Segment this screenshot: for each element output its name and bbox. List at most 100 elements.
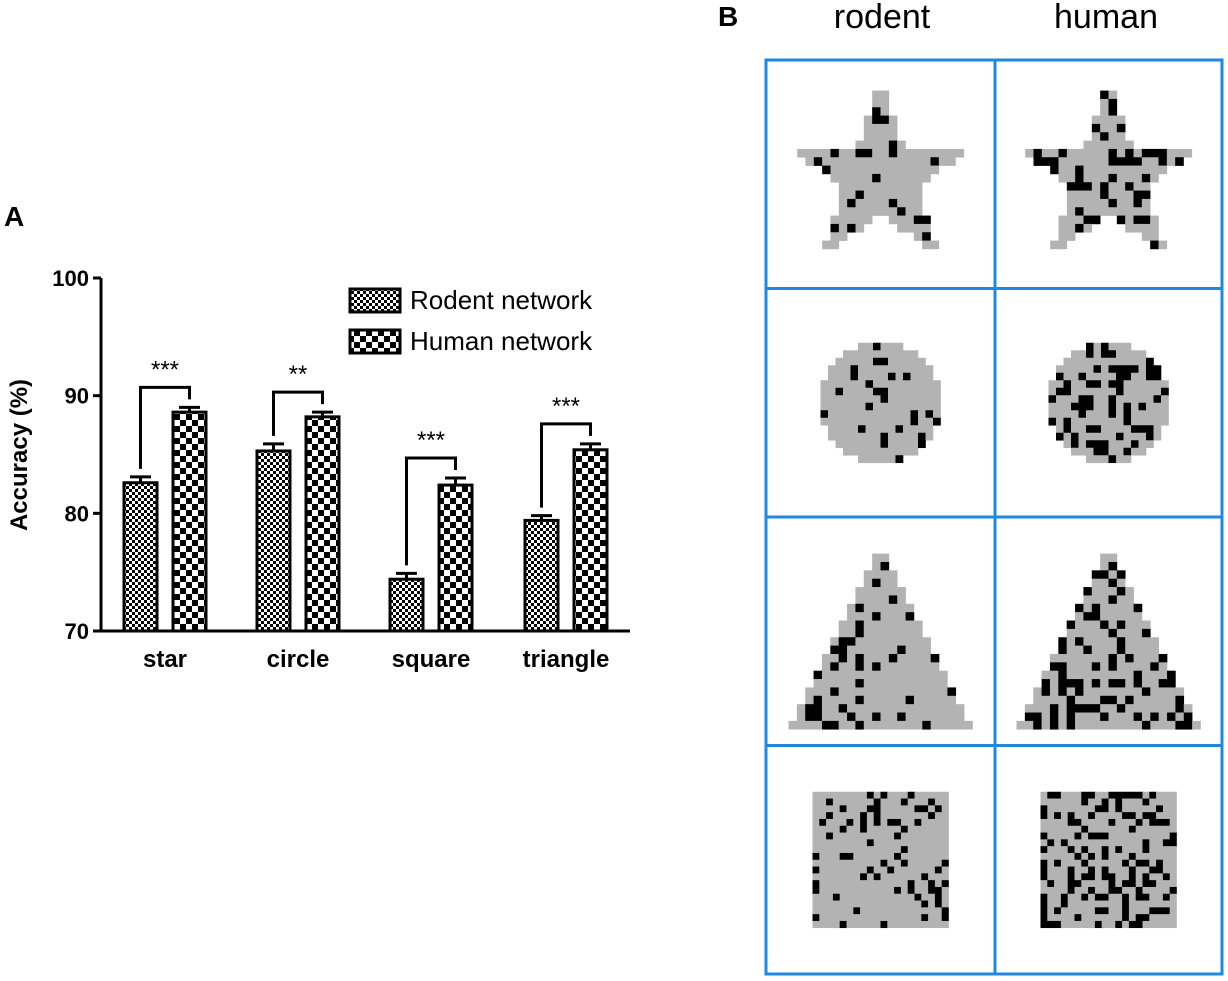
pixel [895,410,904,419]
pixel [858,417,866,426]
pixel [1141,182,1151,191]
pixel [1142,846,1150,854]
bar-rodent [523,518,560,633]
pixel [853,818,861,827]
pixel [853,914,861,922]
pixel [1169,791,1177,799]
pixel [1149,866,1157,874]
pixel [1091,637,1101,646]
pixel [1141,198,1151,208]
pixel [1066,232,1076,241]
pixel [1060,880,1068,888]
pixel [1058,165,1068,175]
pixel [843,357,851,366]
pixel [1128,914,1136,922]
pixel [897,670,906,680]
pixel [820,402,829,411]
pixel [819,873,827,881]
pixel [866,805,874,813]
pixel [805,687,814,697]
pixel [838,182,848,191]
pixel [1161,387,1169,396]
pixel [838,190,848,200]
pixel [907,873,915,881]
pixel [820,410,829,419]
pixel [1066,712,1076,722]
pixel [1116,578,1126,588]
pixel [839,859,847,867]
pixel [1063,365,1072,374]
pixel [1074,866,1082,874]
pixel [1169,880,1177,888]
pixel [928,805,936,813]
pixel [839,920,847,929]
pixel [914,920,922,929]
pixel [1175,720,1185,730]
pixel [928,873,936,881]
pixel [1091,165,1101,175]
pixel [921,920,929,929]
pixel [913,223,923,233]
pixel [1128,791,1136,799]
pixel [947,704,957,713]
pixel [1040,791,1048,799]
pixel [1056,432,1064,441]
pixel [1162,805,1170,813]
pixel [1067,805,1075,813]
pixel [1058,240,1068,250]
pixel [865,402,874,411]
pixel [880,395,889,404]
pixel [880,818,888,827]
pixel [1071,402,1079,411]
pixel [880,720,890,730]
pixel [855,207,865,216]
pixel [921,832,929,840]
pixel [826,866,834,874]
pixel [1081,798,1089,806]
pixel [830,679,839,688]
pixel [1138,425,1147,434]
pixel [1116,190,1126,200]
pixel [1135,791,1143,799]
pixel [1125,207,1134,216]
pixel [839,805,847,813]
pixel [812,859,820,867]
pixel [1060,825,1068,833]
pixel [846,812,854,820]
pixel [1125,628,1134,638]
pixel [1116,148,1126,158]
pixel [1108,595,1118,605]
pixel [880,880,888,888]
pixel [1048,395,1057,404]
pixel [1101,380,1109,389]
pixel [914,839,922,847]
pixel [921,907,929,915]
pixel [1054,839,1062,847]
pixel [1066,173,1076,183]
pixel [853,880,861,888]
pixel [1116,173,1126,183]
pixel [1101,832,1109,840]
pixel [1156,805,1164,813]
pixel [928,812,936,820]
pixel [863,637,873,646]
pixel [1183,704,1193,713]
pixel [846,852,854,861]
pixel [1041,695,1051,705]
pixel [880,432,889,441]
pixel [1054,852,1062,861]
pixel [1108,846,1116,854]
bar-chart: Accuracy (%) Rodent network Human networ… [6,266,630,673]
pixel [860,798,868,806]
pixel [894,866,902,874]
pixel [865,432,874,441]
pixel [1088,846,1096,854]
pixel [1075,148,1084,158]
pixel [1083,595,1093,605]
pixel [880,140,890,150]
pixel [928,893,936,901]
pixel [872,182,881,191]
pixel [880,90,890,100]
pixel [860,880,868,888]
pixel [797,148,806,158]
